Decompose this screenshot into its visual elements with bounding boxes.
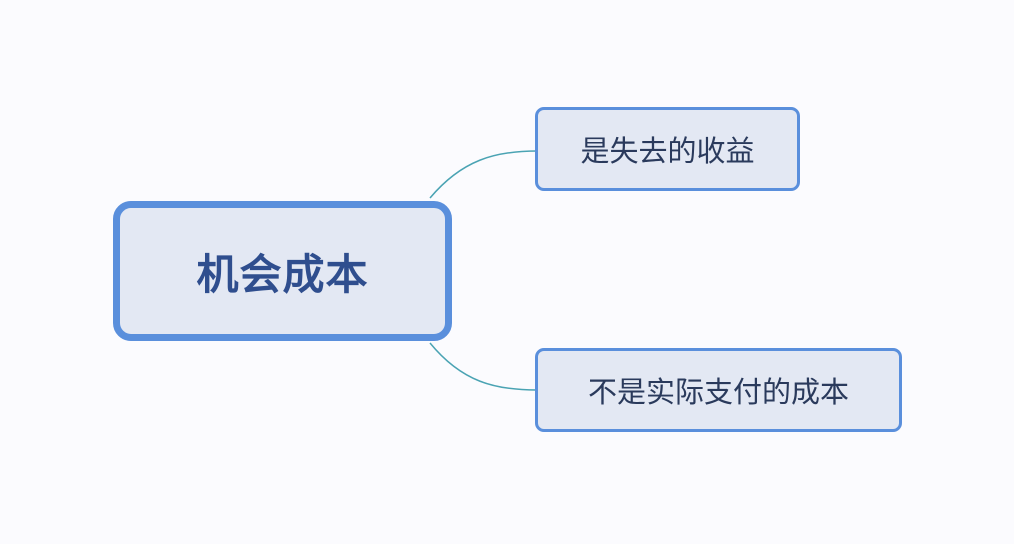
branch-node-label: 是失去的收益 [580, 134, 755, 168]
connector-root-to-branch-1 [429, 150, 538, 199]
branch-node-label: 不是实际支付的成本 [587, 375, 849, 409]
root-node[interactable]: 机会成本 [113, 201, 452, 341]
branch-node-not-actual-cost[interactable]: 不是实际支付的成本 [535, 348, 902, 432]
root-node-label: 机会成本 [196, 249, 369, 299]
connector-root-to-branch-2 [429, 342, 538, 391]
branch-node-lost-benefit[interactable]: 是失去的收益 [535, 107, 800, 191]
